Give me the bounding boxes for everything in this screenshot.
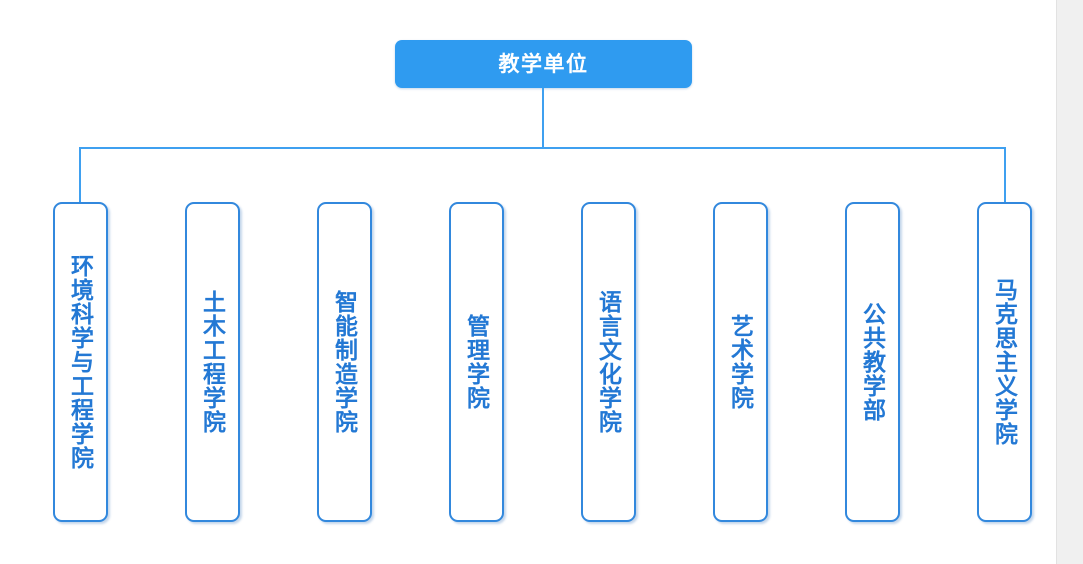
org-node-child-3-label: 智能制造学院 bbox=[331, 290, 358, 434]
connector-root-stem bbox=[542, 88, 544, 149]
org-node-child-7[interactable]: 公共教学部 bbox=[845, 202, 900, 522]
org-node-child-4[interactable]: 管理学院 bbox=[449, 202, 504, 522]
org-node-child-1[interactable]: 环境科学与工程学院 bbox=[53, 202, 108, 522]
connector-drop-last-child bbox=[1004, 147, 1006, 203]
org-node-root-label: 教学单位 bbox=[498, 52, 589, 76]
org-children-row: 环境科学与工程学院 土木工程学院 智能制造学院 管理学院 语言文化学院 艺术学院… bbox=[0, 202, 1056, 522]
org-node-child-3[interactable]: 智能制造学院 bbox=[317, 202, 372, 522]
org-node-child-4-label: 管理学院 bbox=[463, 314, 490, 410]
org-node-child-6-label: 艺术学院 bbox=[727, 314, 754, 410]
connector-drop-first-child bbox=[79, 147, 81, 203]
org-node-child-5[interactable]: 语言文化学院 bbox=[581, 202, 636, 522]
org-node-child-7-label: 公共教学部 bbox=[859, 302, 886, 422]
org-node-root[interactable]: 教学单位 bbox=[395, 40, 692, 88]
connector-horizontal-bus bbox=[79, 147, 1006, 149]
org-chart-canvas: 教学单位 环境科学与工程学院 土木工程学院 智能制造学院 管理学院 语言文化学院… bbox=[0, 40, 1056, 522]
page-edge-gutter bbox=[1056, 0, 1083, 564]
org-node-child-8[interactable]: 马克思主义学院 bbox=[977, 202, 1032, 522]
org-node-child-8-label: 马克思主义学院 bbox=[991, 278, 1018, 446]
org-node-child-2-label: 土木工程学院 bbox=[199, 290, 226, 434]
org-node-child-2[interactable]: 土木工程学院 bbox=[185, 202, 240, 522]
org-node-child-1-label: 环境科学与工程学院 bbox=[67, 254, 94, 470]
org-node-child-6[interactable]: 艺术学院 bbox=[713, 202, 768, 522]
org-node-child-5-label: 语言文化学院 bbox=[595, 290, 622, 434]
